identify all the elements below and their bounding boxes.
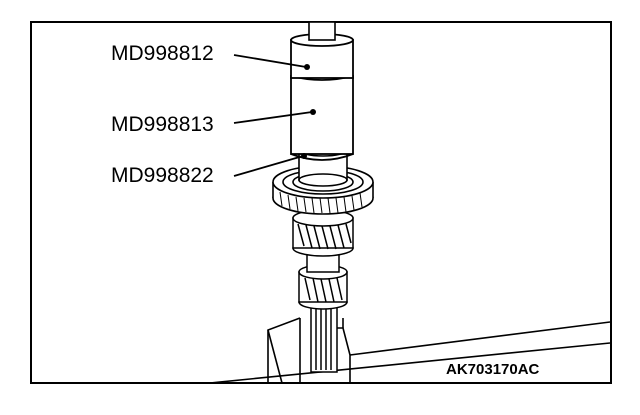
leader-dot-md998812	[304, 64, 310, 70]
workbench-lines	[209, 317, 611, 384]
callout-md998812: MD998812	[111, 42, 214, 65]
helical-gear	[292, 209, 354, 257]
installer-rod	[308, 21, 336, 41]
leader-dot-md998813	[310, 109, 316, 115]
splined-shaft	[310, 299, 338, 373]
figure-code: AK703170AC	[446, 361, 540, 378]
leader-lines	[233, 54, 313, 177]
leader-md998822	[233, 155, 304, 177]
leader-md998812	[233, 54, 307, 68]
leader-dots	[301, 64, 316, 159]
leader-dot-md998822	[301, 153, 307, 159]
tool-md998813-body	[290, 75, 354, 161]
leader-md998813	[233, 111, 313, 124]
callout-md998813: MD998813	[111, 113, 214, 136]
gear-teeth	[279, 191, 363, 214]
callout-md998822: MD998822	[111, 164, 214, 187]
